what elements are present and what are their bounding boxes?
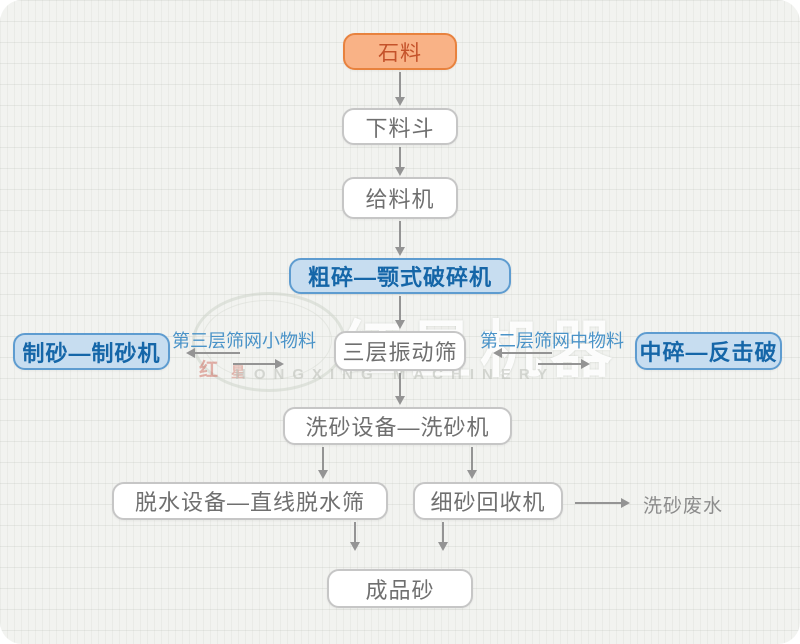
arrow-washer-to-dewatering-screen [318,447,328,479]
arrow-impact-crusher-to-screen [493,348,552,358]
arrow-screen-to-impact-crusher [538,359,590,369]
arrow-hopper-to-feeder [395,147,405,176]
node-dewatering-screen: 脱水设备—直线脱水筛 [112,482,388,520]
node-sand-washer: 洗砂设备—洗砂机 [283,407,512,445]
arrow-screen-to-washer [395,373,405,405]
arrow-recycler-to-waste-water [575,498,630,508]
node-fine-sand-recycler: 细砂回收机 [413,482,563,520]
label-third-layer-small-material: 第三层筛网小物料 [172,331,316,351]
node-impact-crusher: 中碎—反击破 [635,332,782,370]
arrow-screen-to-sand-maker [186,348,240,358]
arrow-dewatering-to-finished-sand [350,522,360,551]
arrow-sand-maker-to-screen [233,359,284,369]
node-coarse-jaw-crusher: 粗碎—颚式破碎机 [289,258,511,294]
arrow-washer-to-fine-recycler [467,447,477,479]
node-sand-maker: 制砂—制砂机 [13,333,170,370]
arrow-stone-to-hopper [395,72,405,106]
arrow-feeder-to-coarse-crusher [395,221,405,256]
node-stone: 石料 [343,33,457,70]
label-second-layer-medium-material: 第二层筛网中物料 [480,331,624,351]
node-feeder: 给料机 [342,177,458,219]
node-feed-hopper: 下料斗 [342,108,458,145]
node-finished-sand: 成品砂 [327,569,473,608]
arrow-recycler-to-finished-sand [438,522,448,551]
arrow-coarse-crusher-to-screen [395,296,405,329]
label-washing-waste-water: 洗砂废水 [643,496,724,517]
node-vibrating-screen: 三层振动筛 [334,331,466,371]
